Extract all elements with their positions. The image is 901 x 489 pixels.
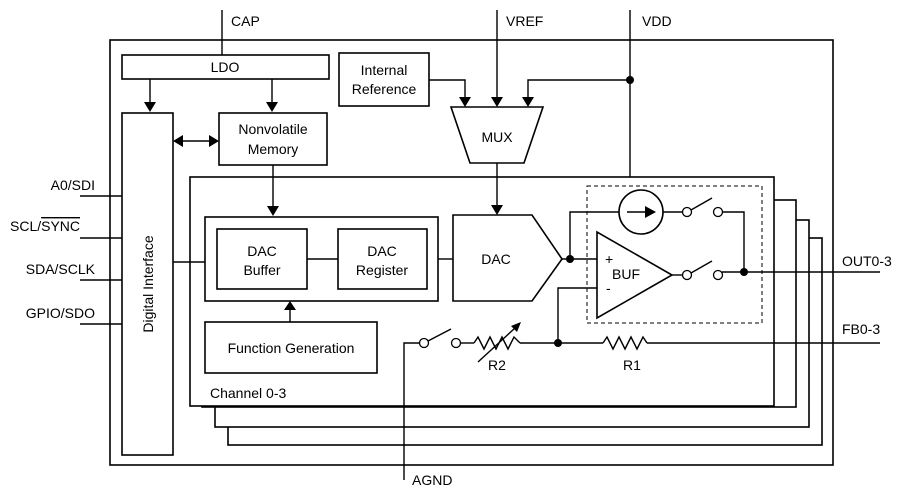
- function-generation-block: [204, 321, 378, 374]
- dac-buffer-block: [216, 228, 308, 290]
- buf-minus-sign: -: [606, 280, 611, 296]
- vdd-mux-arrow: [522, 97, 534, 107]
- output-stage-dashed-box: [586, 185, 763, 324]
- function-buffer-arrow: [284, 301, 296, 310]
- vdd-pin-label: VDD: [642, 13, 672, 29]
- internal-reference-line2: Reference: [352, 81, 417, 97]
- dac-register-line1: DAC: [367, 243, 397, 259]
- mux-block: [449, 106, 545, 164]
- reference-to-mux-line: [429, 79, 466, 97]
- switch-agnd-contact-b: [450, 337, 462, 349]
- digital-interface-block: [121, 112, 174, 456]
- r1-resistor: [602, 335, 648, 351]
- switch-top-blade: [690, 197, 713, 211]
- current-source-arrow-icon: [645, 206, 656, 218]
- vref-arrow: [491, 97, 503, 107]
- sync-text: SYNC: [41, 218, 80, 234]
- switch-buf-blade: [690, 260, 713, 274]
- digital-memory-arrow-left: [173, 135, 183, 147]
- nonvolatile-memory-line2: Memory: [248, 141, 299, 157]
- switch-agnd-contact-a: [418, 337, 430, 349]
- gpio-sdo-pin-label: GPIO/SDO: [26, 305, 95, 321]
- r2-label: R2: [488, 357, 506, 373]
- vdd-to-mux-line: [527, 79, 630, 97]
- r2-variable-arrow-line: [477, 327, 516, 363]
- sda-sclk-pin-label: SDA/SCLK: [26, 261, 96, 277]
- digital-interface-label: Digital Interface: [140, 235, 156, 332]
- internal-reference-line1: Internal: [361, 62, 408, 78]
- channel-label: Channel 0-3: [210, 385, 286, 401]
- buf-amplifier: [596, 230, 674, 320]
- agnd-pin-label: AGND: [412, 472, 452, 488]
- switch-top-contact-a: [681, 206, 693, 218]
- buf-label: BUF: [612, 266, 640, 282]
- internal-reference-block: [338, 52, 430, 107]
- r2-variable-arrowhead: [511, 322, 521, 332]
- ldo-block: [121, 54, 330, 80]
- dac-register-line2: Register: [356, 262, 408, 278]
- memory-buffer-arrow: [267, 206, 279, 216]
- digital-memory-arrow-right: [209, 135, 219, 147]
- reference-mux-arrow: [459, 97, 471, 107]
- switch-top-to-out-line: [722, 211, 745, 272]
- a0-sdi-pin-label: A0/SDI: [51, 177, 95, 193]
- switch-agnd-blade: [427, 328, 452, 342]
- dac-register-block: [337, 228, 428, 290]
- nonvolatile-memory-line1: Nonvolatile: [238, 121, 307, 137]
- dac-to-current-source-line: [569, 211, 619, 259]
- ldo-memory-arrow: [266, 102, 278, 112]
- switch-buf-contact-b: [712, 269, 724, 281]
- function-generation-label: Function Generation: [228, 340, 355, 356]
- buf-plus-sign: +: [605, 251, 613, 267]
- mux-dac-arrow: [491, 205, 503, 215]
- dac-buffer-line2: Buffer: [243, 262, 280, 278]
- fb-pin-label: FB0-3: [842, 321, 880, 337]
- switch-top-contact-b: [712, 206, 724, 218]
- dac-label: DAC: [481, 251, 511, 267]
- agnd-pin-line: [403, 342, 420, 480]
- vref-pin-label: VREF: [506, 13, 543, 29]
- ldo-label: LDO: [211, 59, 240, 75]
- switch-buf-contact-a: [681, 269, 693, 281]
- r1-label: R1: [623, 357, 641, 373]
- ldo-digital-arrow: [144, 102, 156, 112]
- dac-buffer-line1: DAC: [247, 243, 277, 259]
- nonvolatile-memory-block: [218, 112, 328, 166]
- buf-minus-feedback-line: [557, 287, 597, 343]
- dac-block: [452, 214, 563, 302]
- mux-label: MUX: [481, 129, 513, 145]
- out-pin-label: OUT0-3: [842, 253, 892, 269]
- scl-sync-pin-label: SCL/SYNC: [10, 218, 80, 234]
- cap-pin-label: CAP: [231, 13, 260, 29]
- r2-resistor: [473, 335, 521, 351]
- scl-text: SCL/: [10, 218, 41, 234]
